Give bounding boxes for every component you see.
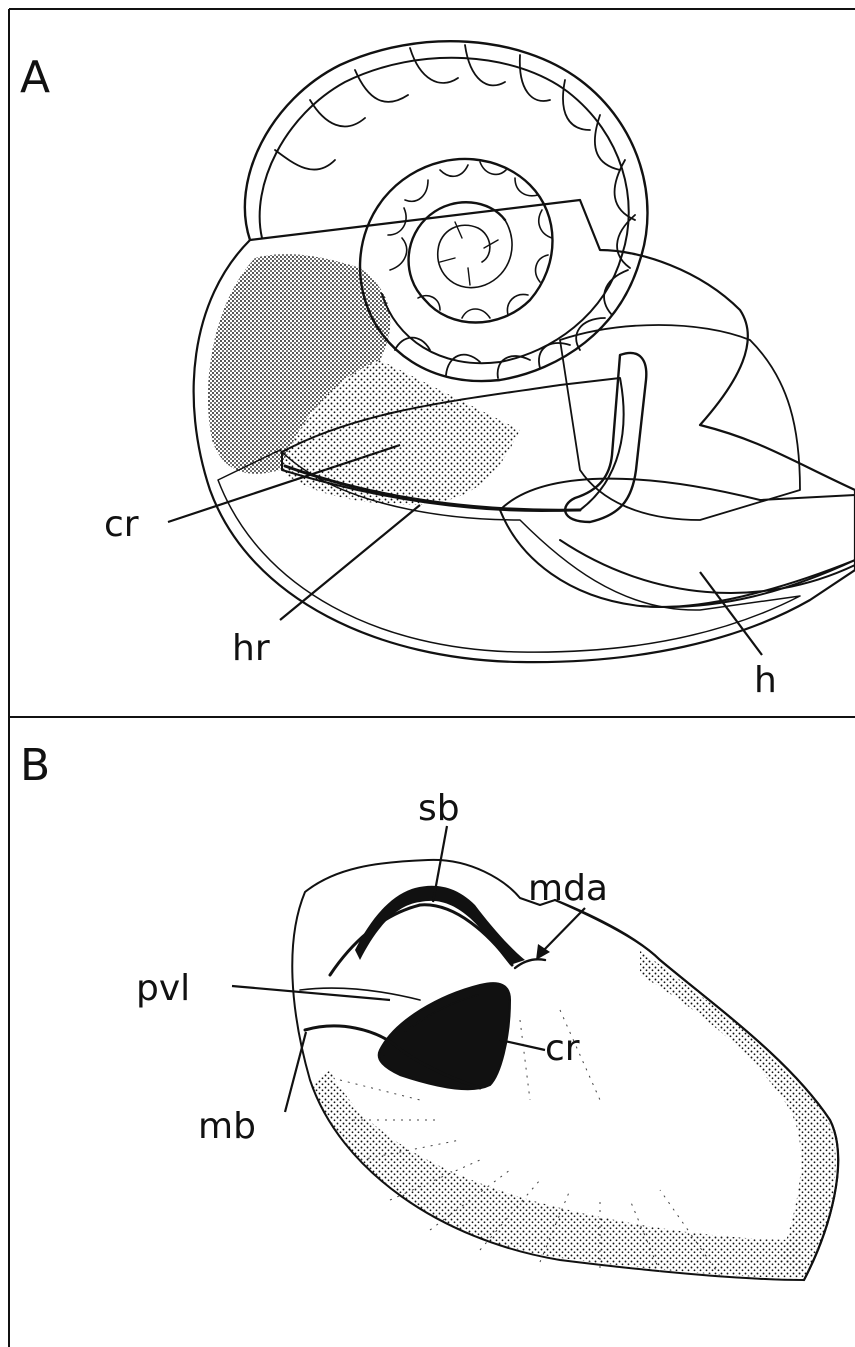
label-mda: mda	[528, 868, 608, 909]
siphuncle-band	[355, 886, 525, 965]
mb-leader	[285, 1032, 306, 1112]
label-sb: sb	[418, 788, 460, 829]
h-leader	[700, 572, 762, 655]
label-hr: hr	[232, 628, 270, 669]
mda-arrow	[542, 908, 585, 952]
label-mb: mb	[198, 1106, 256, 1147]
label-cr-a: cr	[104, 504, 139, 545]
label-pvl: pvl	[136, 968, 190, 1009]
body-lobe-right	[560, 325, 800, 520]
panel-a-letter: A	[20, 52, 50, 103]
right-edge-stipple	[640, 950, 836, 1278]
panel-a: A cr hr h	[20, 41, 855, 701]
figure-frame	[9, 9, 855, 1347]
cr-leader-b	[500, 1040, 545, 1050]
hr-leader	[280, 505, 420, 620]
panel-b-letter: B	[20, 740, 50, 791]
panel-b: B sb mda pvl cr mb	[20, 740, 838, 1280]
label-h: h	[754, 660, 777, 701]
lower-dense-stipple	[312, 1070, 804, 1278]
label-cr-b: cr	[545, 1028, 580, 1069]
